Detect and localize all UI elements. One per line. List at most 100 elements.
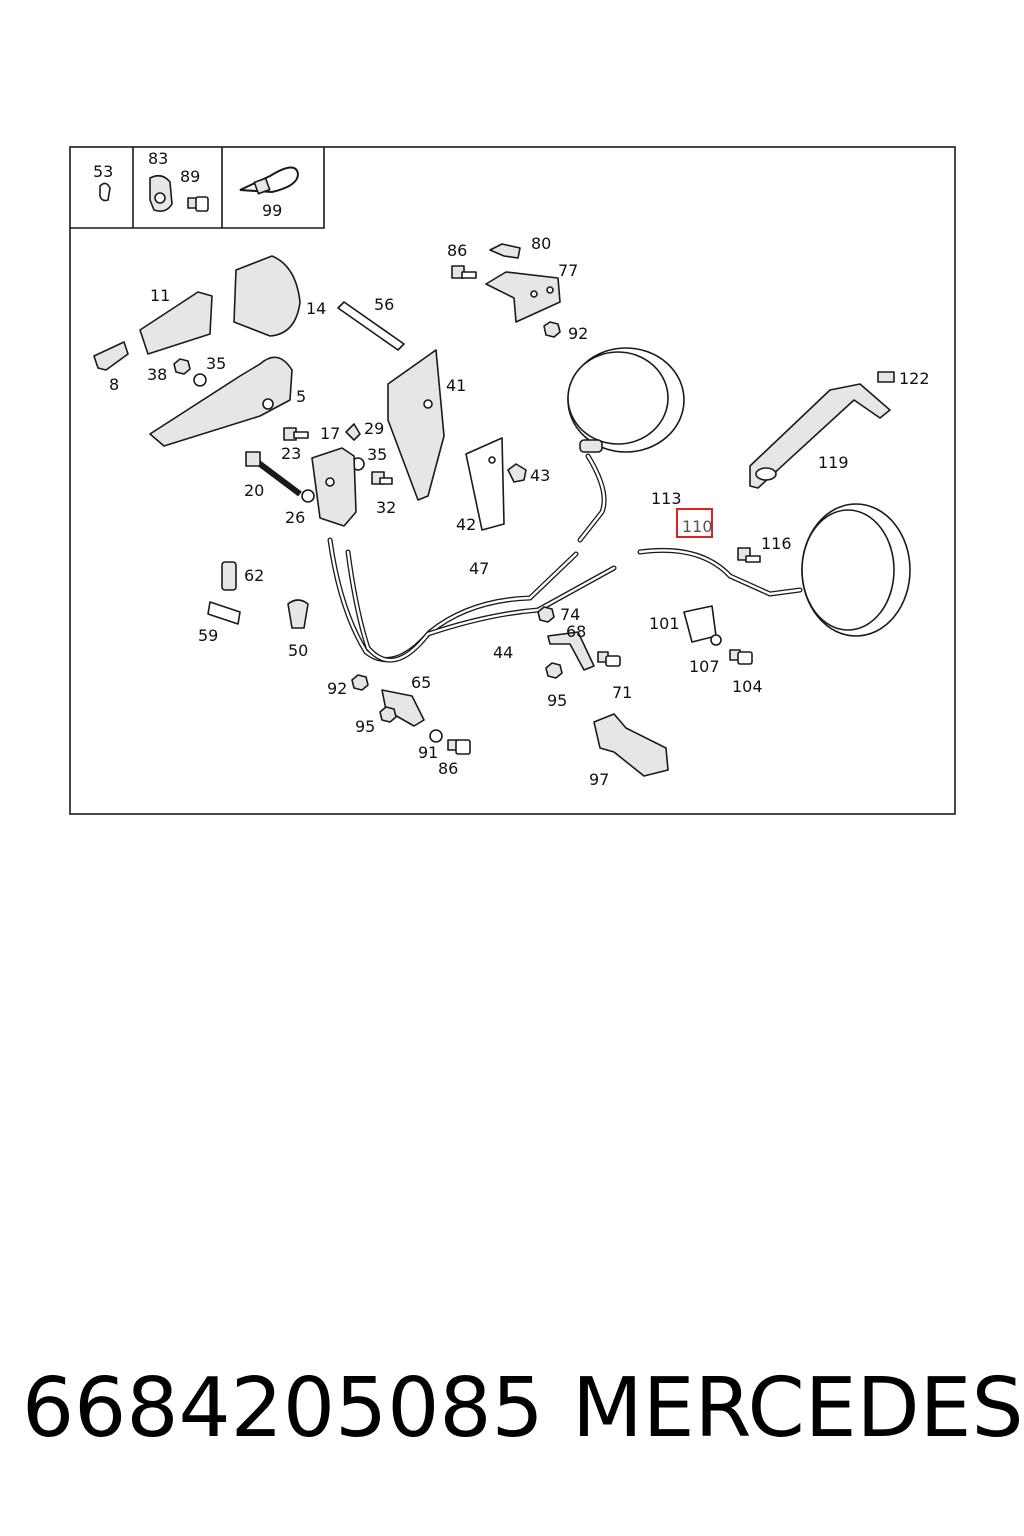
label-65: 65	[411, 673, 431, 692]
part-89-bolt	[187, 196, 209, 212]
label-95b: 95	[355, 717, 375, 736]
part-107-washer	[710, 634, 722, 646]
part-86-bolt	[451, 265, 477, 279]
diagram-frame	[69, 146, 956, 815]
label-86: 86	[447, 241, 467, 260]
label-92: 92	[568, 324, 588, 343]
part-43-bushing	[507, 463, 527, 483]
part-92b-nut	[351, 674, 369, 691]
label-83: 83	[148, 149, 168, 168]
part-92-nut	[543, 321, 561, 338]
label-35: 35	[206, 354, 226, 373]
label-80: 80	[531, 234, 551, 253]
inset-box	[70, 147, 325, 229]
part-119-bracket	[749, 383, 891, 489]
label-53: 53	[93, 162, 113, 181]
part-116-lamp	[801, 503, 911, 637]
part-11-arm	[139, 291, 213, 355]
part-14-cover	[233, 255, 301, 337]
part-80-clip	[489, 243, 521, 259]
label-97: 97	[589, 770, 609, 789]
part-35-washer	[193, 373, 207, 387]
highlight-box	[676, 508, 713, 538]
part-41-bracket	[387, 349, 445, 501]
part-number: 6684205085	[22, 1361, 544, 1456]
label-119: 119	[818, 453, 849, 472]
label-59: 59	[198, 626, 218, 645]
label-107: 107	[689, 657, 720, 676]
label-91: 91	[418, 743, 438, 762]
label-41: 41	[446, 376, 466, 395]
label-110: 110	[682, 517, 713, 536]
label-26: 26	[285, 508, 305, 527]
part-26-washer	[301, 489, 315, 503]
part-5-lever	[149, 356, 293, 447]
label-29: 29	[364, 419, 384, 438]
part-86b-bolt	[447, 739, 471, 755]
label-11: 11	[150, 286, 170, 305]
brand-name: MERCEDES	[572, 1361, 1024, 1456]
cable-44	[345, 549, 617, 663]
part-104-bolt	[729, 649, 753, 665]
label-92b: 92	[327, 679, 347, 698]
label-101: 101	[649, 614, 680, 633]
part-74-nut	[537, 606, 555, 623]
label-95: 95	[547, 691, 567, 710]
part-97-bracket	[593, 713, 669, 777]
label-14: 14	[306, 299, 326, 318]
part-23-bolt	[283, 427, 309, 441]
label-47: 47	[469, 559, 489, 578]
part-77-bracket	[485, 271, 561, 323]
part-99-cable-tie	[239, 166, 300, 195]
label-23: 23	[281, 444, 301, 463]
part-83-clamp	[149, 174, 173, 212]
part-68-clip	[547, 631, 595, 671]
label-68: 68	[566, 622, 586, 641]
label-89: 89	[180, 167, 200, 186]
label-5: 5	[296, 387, 306, 406]
part-59-sleeve	[207, 601, 241, 625]
label-44: 44	[493, 643, 513, 662]
label-104: 104	[732, 677, 763, 696]
label-99: 99	[262, 201, 282, 220]
label-113: 113	[651, 489, 682, 508]
part-62-stud	[221, 561, 237, 591]
part-17-hinge	[311, 447, 357, 527]
label-71: 71	[612, 683, 632, 702]
part-95b-nut	[379, 706, 397, 723]
label-56: 56	[374, 295, 394, 314]
part-71-bolt	[597, 651, 621, 667]
label-116: 116	[761, 534, 792, 553]
part-95-nut	[545, 662, 563, 679]
label-35b: 35	[367, 445, 387, 464]
label-74: 74	[560, 605, 580, 624]
label-38: 38	[147, 365, 167, 384]
label-42: 42	[456, 515, 476, 534]
label-17: 17	[320, 424, 340, 443]
part-113-lamp	[567, 347, 685, 453]
parts-diagram: 53 83 89 99 86 80 77 92 11 14 56 8 38 35…	[69, 146, 956, 815]
part-53-clip	[99, 182, 111, 202]
part-116-bolt	[737, 547, 761, 563]
label-50: 50	[288, 641, 308, 660]
part-91-washer	[429, 729, 443, 743]
part-8-clip	[93, 341, 129, 371]
part-32-bolt	[371, 471, 393, 485]
part-122-grommet	[877, 371, 895, 383]
label-43: 43	[530, 466, 550, 485]
part-50-grommet	[287, 599, 309, 629]
label-32: 32	[376, 498, 396, 517]
label-8: 8	[109, 375, 119, 394]
label-20: 20	[244, 481, 264, 500]
part-labels: 53 83 89 99 86 80 77 92 11 14 56 8 38 35…	[93, 149, 930, 789]
label-122: 122	[899, 369, 930, 388]
cable-113	[577, 453, 607, 543]
label-86b: 86	[438, 759, 458, 778]
label-77: 77	[558, 261, 578, 280]
part-29-clip	[345, 423, 361, 441]
part-56-pin	[337, 301, 405, 351]
part-101-plate	[683, 605, 717, 643]
label-62: 62	[244, 566, 264, 585]
cable-110	[637, 547, 803, 597]
part-38-nut	[173, 358, 191, 375]
